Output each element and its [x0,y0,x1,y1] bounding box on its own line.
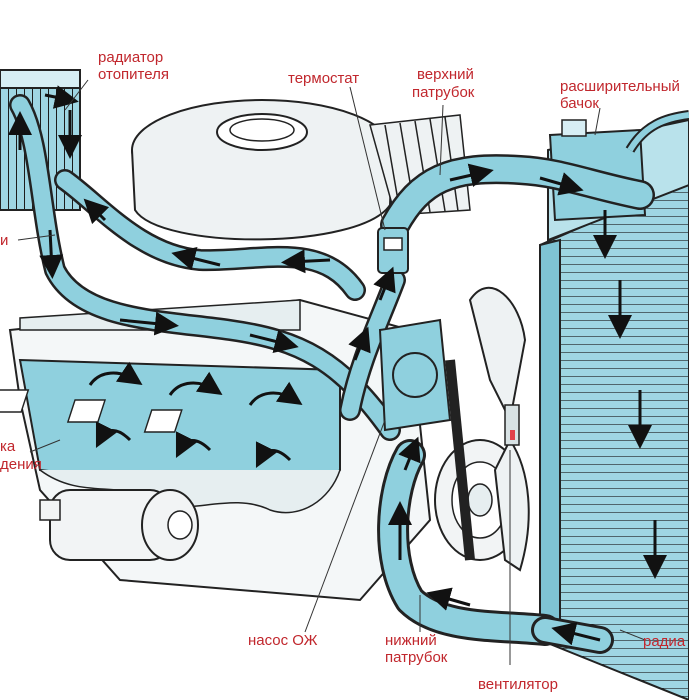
label-heater-radiator-line2: отопителя [98,66,169,83]
label-upper-hose-line2: патрубок [412,84,475,101]
water-pump [378,318,452,432]
flow-arrows [7,85,667,646]
label-cut-left-top: и [0,232,9,249]
air-filter [131,99,393,241]
label-coolant-pump: насос ОЖ [248,632,318,649]
starter-motor [39,489,199,561]
label-upper-hose-line1: верхний [417,66,474,83]
thermostat-housing [377,227,409,274]
label-expansion-tank-line1: расширительный [560,78,680,95]
label-heater-radiator-line1: радиатор [98,49,164,66]
label-fan: вентилятор [478,676,558,693]
label-lower-hose-line2: патрубок [385,649,448,666]
leader-lines [17,79,646,665]
label-radiator: радиа [643,633,686,650]
label-lower-hose-line1: нижний [385,632,437,649]
label-expansion-tank-line2: бачок [560,95,599,112]
label-thermostat: термостат [288,70,360,87]
label-cooling-jacket-line2: дения [0,456,42,473]
label-cooling-jacket-line1: ка [0,438,16,455]
fan [468,286,530,572]
